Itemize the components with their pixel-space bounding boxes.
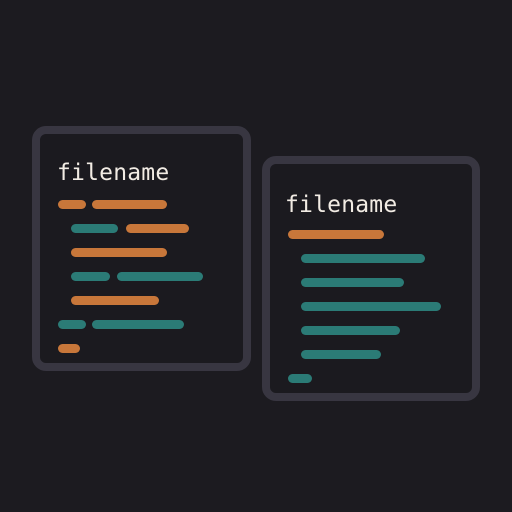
code-token-teal — [71, 272, 110, 281]
code-token-teal — [301, 254, 425, 263]
code-token-orange — [71, 296, 159, 305]
code-token-teal — [92, 320, 184, 329]
code-token-orange — [288, 230, 384, 239]
code-window-right: filename — [262, 156, 480, 401]
code-window-left: filename — [32, 126, 251, 371]
code-token-teal — [58, 320, 86, 329]
code-token-teal — [301, 302, 441, 311]
code-token-orange — [92, 200, 167, 209]
code-token-orange — [58, 344, 80, 353]
code-token-teal — [71, 224, 118, 233]
code-token-teal — [288, 374, 312, 383]
code-token-teal — [301, 350, 381, 359]
code-token-orange — [58, 200, 86, 209]
code-token-teal — [301, 278, 404, 287]
code-token-teal — [117, 272, 203, 281]
code-token-orange — [126, 224, 189, 233]
filename-label: filename — [57, 160, 170, 186]
filename-label: filename — [285, 192, 398, 218]
code-token-orange — [71, 248, 167, 257]
code-token-teal — [301, 326, 400, 335]
